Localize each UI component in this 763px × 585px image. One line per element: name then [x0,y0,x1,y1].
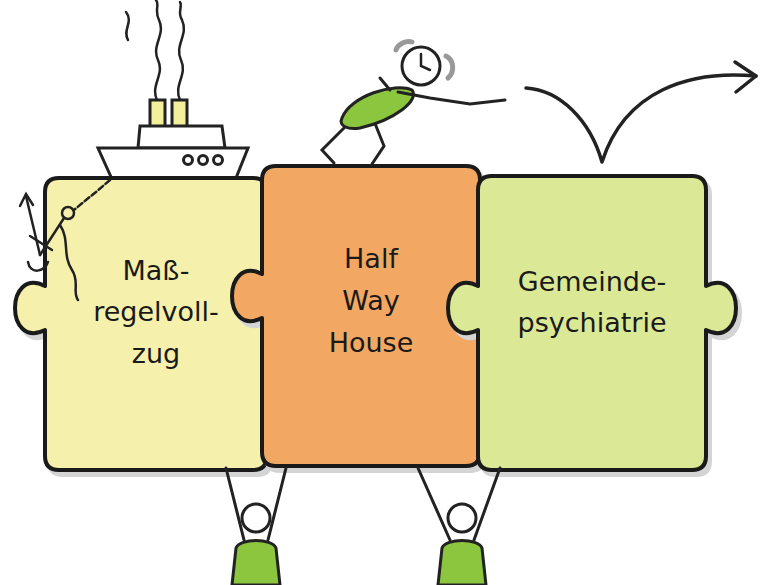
piece-label: Half Way House [329,238,414,364]
piece-label: Maß- regelvoll- zug [93,250,219,376]
jump-arrow [526,62,756,162]
ship [98,100,248,188]
puzzle-piece: Gemeinde- psychiatrie [478,176,706,470]
smoke [126,0,184,100]
runner [322,41,505,164]
anchor [20,180,110,300]
carrier-figures [226,468,500,585]
puzzle-piece: Maß- regelvoll- zug [45,178,267,470]
piece-label: Gemeinde- psychiatrie [518,261,667,345]
